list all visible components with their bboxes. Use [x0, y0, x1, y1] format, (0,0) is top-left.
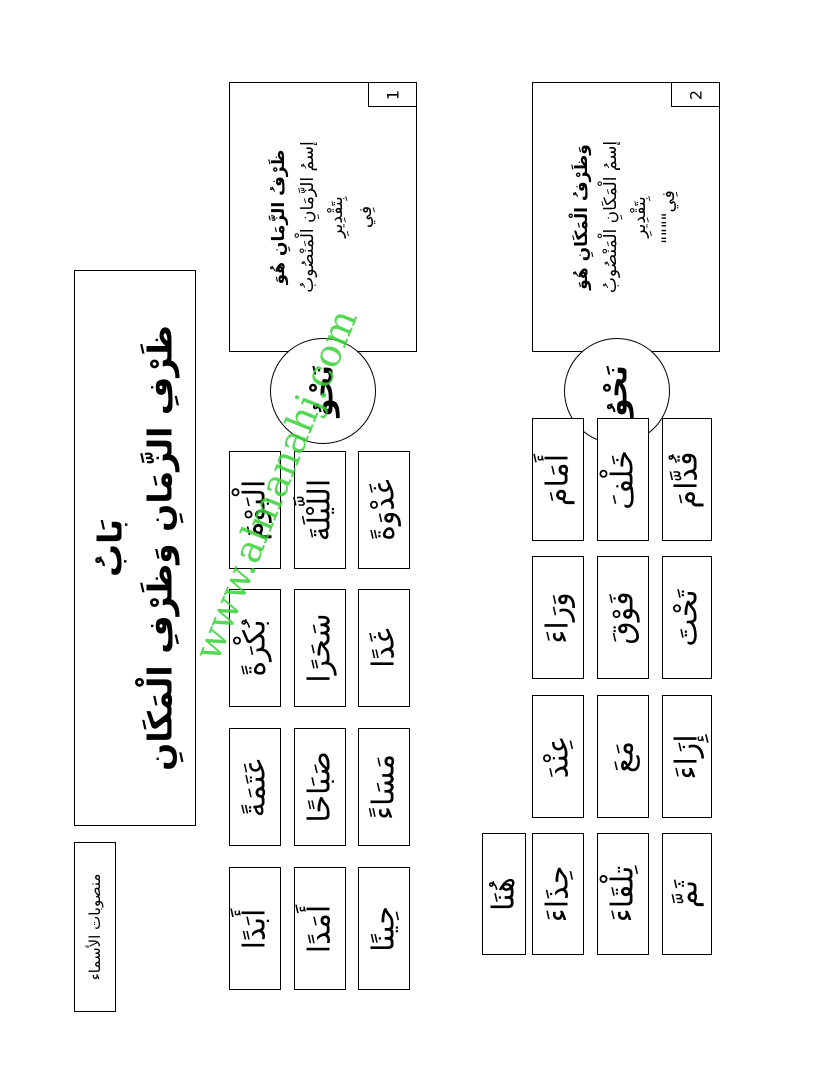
word-card: حِذَاءَ: [532, 833, 584, 955]
title-line-2: ظَرْفِ الزَّمَانِ وَظَرْفِ الْمَكَانِ: [140, 325, 179, 771]
word-card: خَلْفَ: [597, 418, 649, 541]
word-card: غَدْوَةً: [358, 451, 410, 569]
definition-line-2: إسمُ الْمَكَانِ الْمَنْصُوبُ بِتَقْدِيرِ: [601, 140, 650, 294]
word-card: اللَّيْلَةَ: [294, 451, 346, 569]
section-number-1: 1: [368, 83, 416, 107]
section-number-2: 2: [671, 83, 719, 107]
definition-box-place: 2 وَظَرْفُ الْمَكَانِ هُوَ إسمُ الْمَكَا…: [532, 82, 720, 352]
word-card: تِلْقَاءَ: [597, 833, 649, 955]
definition-box-time: 1 ظَرْفُ الزَّمَانِ هُوَ إسمُ الزَّمَانِ…: [229, 82, 417, 352]
category-label-text: منصوبات الأسماء: [86, 873, 104, 981]
word-card: صَبَاحًا: [294, 728, 346, 846]
word-card: حِينًا: [358, 867, 410, 990]
word-card: إِزَاءَ: [662, 695, 712, 818]
word-card: ثَمَّ: [662, 833, 712, 955]
word-card: عَتَمَةً: [229, 728, 281, 846]
example-circle-1: نَحْوُ: [270, 338, 376, 444]
word-card: أَبَدًا: [229, 867, 281, 990]
word-card: هُنَا: [482, 833, 526, 955]
word-card: وَرَاءَ: [532, 556, 584, 679]
definition-text-place: وَظَرْفُ الْمَكَانِ هُوَ إسمُ الْمَكَانِ…: [568, 122, 684, 312]
word-card: عِنْدَ: [532, 695, 584, 818]
definition-line-3: فِي: [355, 205, 376, 229]
definition-line-1: وَظَرْفُ الْمَكَانِ هُوَ: [572, 144, 593, 290]
word-card: غَدًا: [358, 589, 410, 707]
title-line-1: بَابُ: [90, 519, 130, 577]
word-card: أَمَامَ: [532, 418, 584, 541]
word-card: أَمَدًا: [294, 867, 346, 990]
definition-line-3: فِي"""": [658, 190, 679, 244]
word-card: تَحْتَ: [662, 556, 712, 679]
word-card: مَسَاءً: [358, 728, 410, 846]
example-circle-1-text: نَحْوُ: [305, 365, 341, 417]
definition-text-time: ظَرْفُ الزَّمَانِ هُوَ إسمُ الزَّمَانِ ا…: [265, 122, 381, 312]
word-card: مَعَ: [597, 695, 649, 818]
definition-line-1: ظَرْفُ الزَّمَانِ هُوَ: [269, 149, 290, 285]
word-card: سَحَرًا: [294, 589, 346, 707]
example-circle-2-text: نَحْوُ: [599, 365, 635, 417]
definition-line-2: إسمُ الزَّمَانِ الْمَنْصُوبُ بِتَقْدِيرِ: [298, 141, 347, 293]
word-card: الْيَوْمَ: [229, 451, 281, 569]
word-card: فَوْقَ: [597, 556, 649, 679]
page-title: بَابُ ظَرْفِ الزَّمَانِ وَظَرْفِ الْمَكَ…: [74, 270, 196, 826]
word-card: بُكْرَةً: [229, 589, 281, 707]
word-card: قُدَّامَ: [662, 418, 712, 541]
page-title-text: بَابُ ظَرْفِ الزَّمَانِ وَظَرْفِ الْمَكَ…: [86, 325, 185, 771]
category-label: منصوبات الأسماء: [74, 842, 116, 1012]
